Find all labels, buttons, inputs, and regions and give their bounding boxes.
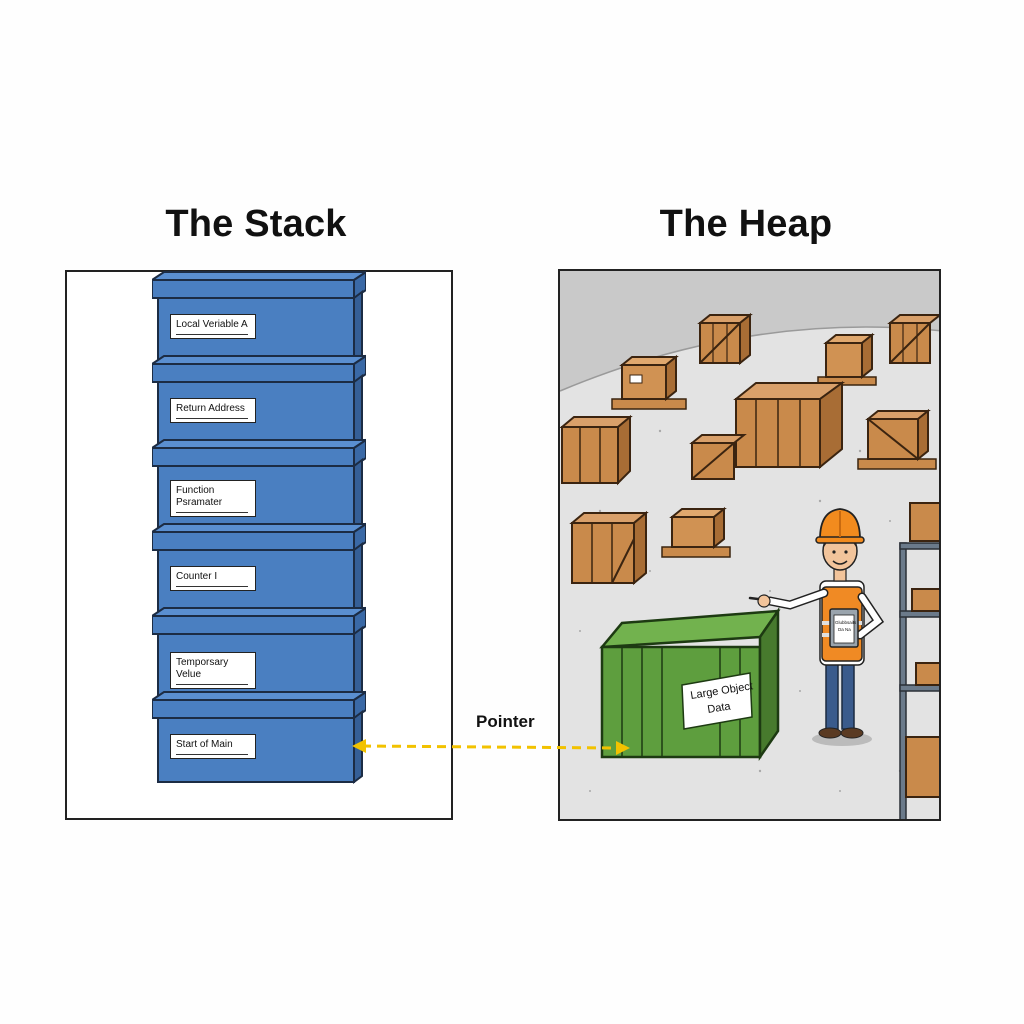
stack-frame: Temporsary Velue (152, 606, 366, 700)
crate-left (560, 414, 633, 486)
cardboard-box-pallet-3 (661, 506, 731, 558)
large-object-crate: Large Object Data (599, 606, 781, 762)
stack-frame: Local Veriable A (152, 270, 366, 364)
crate-back-2 (887, 314, 939, 364)
large-wooden-crate (733, 381, 846, 470)
warehouse-illustration: Large Object Data (560, 271, 939, 819)
clipboard-text-2: Da Na (838, 627, 851, 632)
stack-frame-label: Function Psramater (170, 480, 256, 517)
cardboard-box-pallet-1 (817, 332, 877, 386)
blue-storage-box-illustration (152, 522, 366, 616)
warehouse-worker: Glubbsaits Da Na (748, 508, 885, 746)
pointer-arrow (352, 739, 630, 755)
cardboard-box-pallet-2 (611, 354, 687, 410)
crate-back-1 (697, 312, 753, 366)
stack-frame: Counter I (152, 522, 366, 616)
stack-frame-label: Return Address (170, 398, 256, 423)
stack-frame: Return Address (152, 354, 366, 448)
warehouse-shelf (899, 502, 939, 819)
stack-frame-label: Temporsary Velue (170, 652, 256, 689)
crate-pallet-right (857, 408, 937, 470)
heap-title: The Heap (659, 203, 833, 245)
stack-frame-label: Local Veriable A (170, 314, 256, 339)
large-object-label-line2: Data (707, 700, 733, 716)
stack-frame-label: Start of Main (170, 734, 256, 759)
stack-frame: Start of Main (152, 690, 366, 784)
crate-small-middle (689, 434, 747, 480)
blue-storage-box-illustration (152, 270, 366, 364)
clipboard-text: Glubbsaits (835, 620, 857, 625)
pointer-label: Pointer (476, 712, 535, 731)
stack-frame-label: Counter I (170, 566, 256, 591)
stack-frame: Function Psramater (152, 438, 366, 532)
heap-panel: Large Object Data (558, 269, 941, 821)
stack-title: The Stack (165, 203, 347, 245)
crate-mid-left (569, 510, 649, 586)
